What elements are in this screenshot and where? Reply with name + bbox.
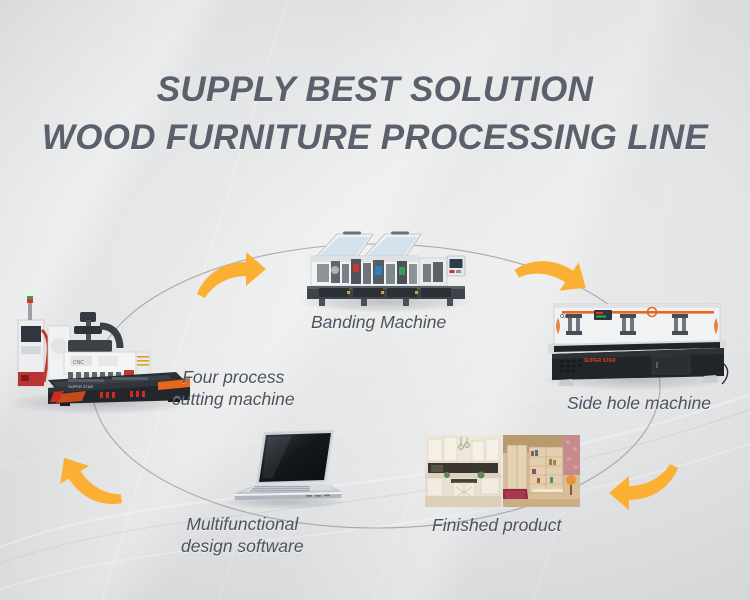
page-title: SUPPLY BEST SOLUTION WOOD FURNITURE PROC… <box>0 72 750 155</box>
label-finished-product: Finished product <box>432 515 562 535</box>
label-design-software: Multifunctional design software <box>181 514 304 557</box>
svg-text:SUPER STAR: SUPER STAR <box>68 384 93 389</box>
title-line-2: WOOD FURNITURE PROCESSING LINE <box>41 118 709 157</box>
node-finished-product[interactable] <box>425 435 580 507</box>
title-line-1: SUPPLY BEST SOLUTION <box>156 70 594 109</box>
label-side-hole-machine: Side hole machine <box>567 393 711 413</box>
svg-text:CNC: CNC <box>73 360 84 366</box>
cnc-router-machine-photo: CNC <box>17 296 190 406</box>
arrow-software-to-cutting <box>60 457 122 504</box>
node-design-software[interactable] <box>222 428 350 508</box>
node-cutting-machine[interactable]: CNC <box>8 296 198 406</box>
side-hole-drilling-machine-photo: OAG <box>548 303 729 386</box>
label-banding-machine: Banding Machine <box>311 312 447 332</box>
furniture-interior-photos <box>425 435 580 507</box>
node-side-hole-machine[interactable]: OAG <box>540 298 730 388</box>
arrow-banding-to-sidehole <box>514 261 586 291</box>
svg-text:SUPER STAR: SUPER STAR <box>584 358 616 364</box>
arrow-cutting-to-banding <box>197 252 266 298</box>
label-cutting-machine: Four process cutting machine <box>172 367 295 410</box>
edge-banding-machine-photo <box>307 231 466 306</box>
node-banding-machine[interactable] <box>295 228 475 308</box>
laptop-computer-photo <box>234 430 342 500</box>
arrow-sidehole-to-finished <box>609 464 678 510</box>
